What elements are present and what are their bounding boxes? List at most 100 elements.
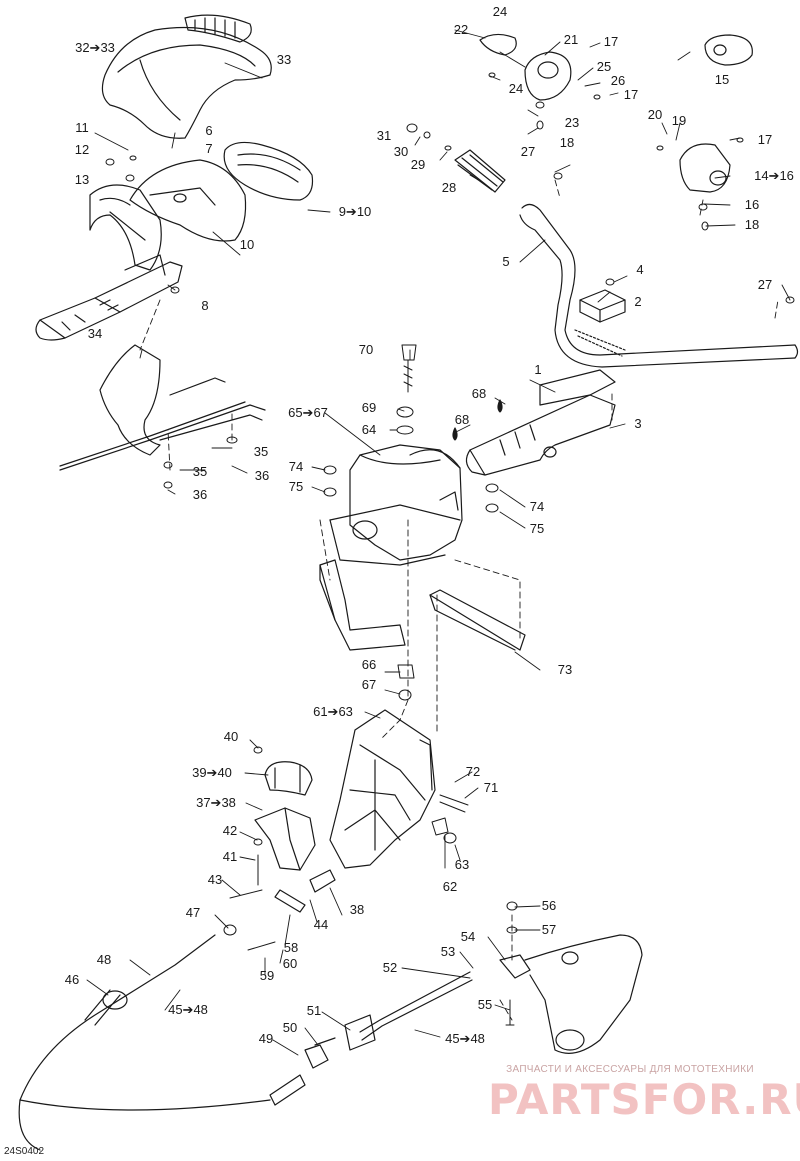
bracket-13 <box>89 184 162 271</box>
watermark-caption: ЗАПЧАСТИ И АКСЕССУАРЫ ДЛЯ МОТОТЕХНИКИ <box>506 1064 754 1075</box>
callout-label: 47 <box>185 905 201 920</box>
callout-label: 50 <box>282 1020 298 1035</box>
switch-housing-21 <box>524 51 572 101</box>
linkage-rod-73 <box>429 589 526 651</box>
callout-label: 48 <box>96 952 112 967</box>
callout-label: 59 <box>259 968 275 983</box>
callout-label: 61➔63 <box>313 704 353 719</box>
callout-label: 12 <box>74 142 90 157</box>
handlebar-cover-32 <box>101 26 272 139</box>
callout-label: 75 <box>529 521 545 536</box>
callout-label: 41 <box>222 849 238 864</box>
callout-label: 11 <box>75 120 89 135</box>
callout-label: 35 <box>192 464 208 479</box>
steering-bracket <box>319 559 406 651</box>
callout-label: 68 <box>471 386 487 401</box>
switch-housing-14 <box>679 143 731 193</box>
callout-label: 27 <box>520 144 536 159</box>
left-grip-assembly <box>35 254 183 341</box>
grip-28 <box>454 149 506 193</box>
callout-label: 17 <box>623 87 639 102</box>
callout-label: 73 <box>557 662 573 677</box>
cable-right <box>304 971 473 1069</box>
callout-label: 3 <box>634 416 642 431</box>
callout-label: 39➔40 <box>192 765 232 780</box>
throttle-housing-1 <box>465 369 616 476</box>
cable-left <box>18 934 306 1151</box>
callout-label: 37➔38 <box>196 795 236 810</box>
callout-label: 30 <box>393 144 409 159</box>
callout-label: 28 <box>441 180 457 195</box>
callout-label: 26 <box>610 73 626 88</box>
callout-label: 72 <box>465 764 481 779</box>
callout-label: 10 <box>239 237 255 252</box>
callout-label: 69 <box>361 400 377 415</box>
clamp-37 <box>254 807 316 871</box>
callout-label: 44 <box>313 917 329 932</box>
callout-label: 49 <box>258 1031 274 1046</box>
callout-label: 8 <box>201 298 209 313</box>
cover-grille-33 <box>184 14 252 43</box>
callout-label: 29 <box>410 157 426 172</box>
callout-label: 60 <box>282 956 298 971</box>
switch-15 <box>704 34 753 66</box>
callout-label: 63 <box>454 857 470 872</box>
callout-label: 42 <box>222 823 238 838</box>
callout-label: 4 <box>636 262 644 277</box>
shaft-58 <box>274 869 336 913</box>
callout-label: 56 <box>541 898 557 913</box>
callout-label: 17 <box>603 34 619 49</box>
figure-code: 24S0402 <box>4 1146 45 1157</box>
callout-label: 52 <box>382 960 398 975</box>
callout-label: 33 <box>276 52 292 67</box>
callout-label: 38 <box>349 902 365 917</box>
switch-cover-22 <box>479 33 517 56</box>
callout-label: 75 <box>288 479 304 494</box>
clamp-39 <box>264 761 313 796</box>
callout-label: 25 <box>596 59 612 74</box>
callout-label: 2 <box>634 294 642 309</box>
callout-label: 66 <box>361 657 377 672</box>
callout-label: 9➔10 <box>338 204 372 219</box>
callout-label: 68 <box>454 412 470 427</box>
callout-label: 18 <box>559 135 575 150</box>
callout-label: 32➔33 <box>75 40 115 55</box>
steering-block-65 <box>329 444 463 566</box>
callout-label: 35 <box>253 444 269 459</box>
callout-label: 36 <box>192 487 208 502</box>
throttle-bracket-34 <box>59 344 266 471</box>
callout-label: 45➔48 <box>445 1031 485 1046</box>
callout-label: 19 <box>671 113 687 128</box>
mirror-cover-9 <box>223 141 314 201</box>
callout-label: 71 <box>483 780 499 795</box>
callout-label: 13 <box>74 172 90 187</box>
callout-label: 15 <box>714 72 730 87</box>
callout-label: 64 <box>361 422 377 437</box>
callout-label: 7 <box>205 141 213 156</box>
callout-label: 67 <box>361 677 377 692</box>
callout-label: 51 <box>306 1003 322 1018</box>
callout-label: 62 <box>442 879 458 894</box>
callout-label: 53 <box>440 944 456 959</box>
lever-arm-54 <box>499 934 643 1054</box>
callout-label: 18 <box>744 217 760 232</box>
callout-label: 46 <box>64 972 80 987</box>
callout-label: 36 <box>254 468 270 483</box>
callout-label: 70 <box>358 342 374 357</box>
callout-label: 1 <box>534 362 542 377</box>
callout-label: 6 <box>205 123 213 138</box>
callout-label: 22 <box>453 22 469 37</box>
callout-label: 31 <box>376 128 392 143</box>
callout-label: 24 <box>492 4 508 19</box>
callout-label: 40 <box>223 729 239 744</box>
callout-label: 14➔16 <box>754 168 794 183</box>
main-bracket-61 <box>329 709 436 869</box>
callout-label: 58 <box>283 940 299 955</box>
bracket-cover-10 <box>129 159 247 242</box>
callout-label: 74 <box>288 459 304 474</box>
callout-label: 21 <box>563 32 579 47</box>
callout-label: 16 <box>744 197 760 212</box>
callout-label: 5 <box>502 254 510 269</box>
